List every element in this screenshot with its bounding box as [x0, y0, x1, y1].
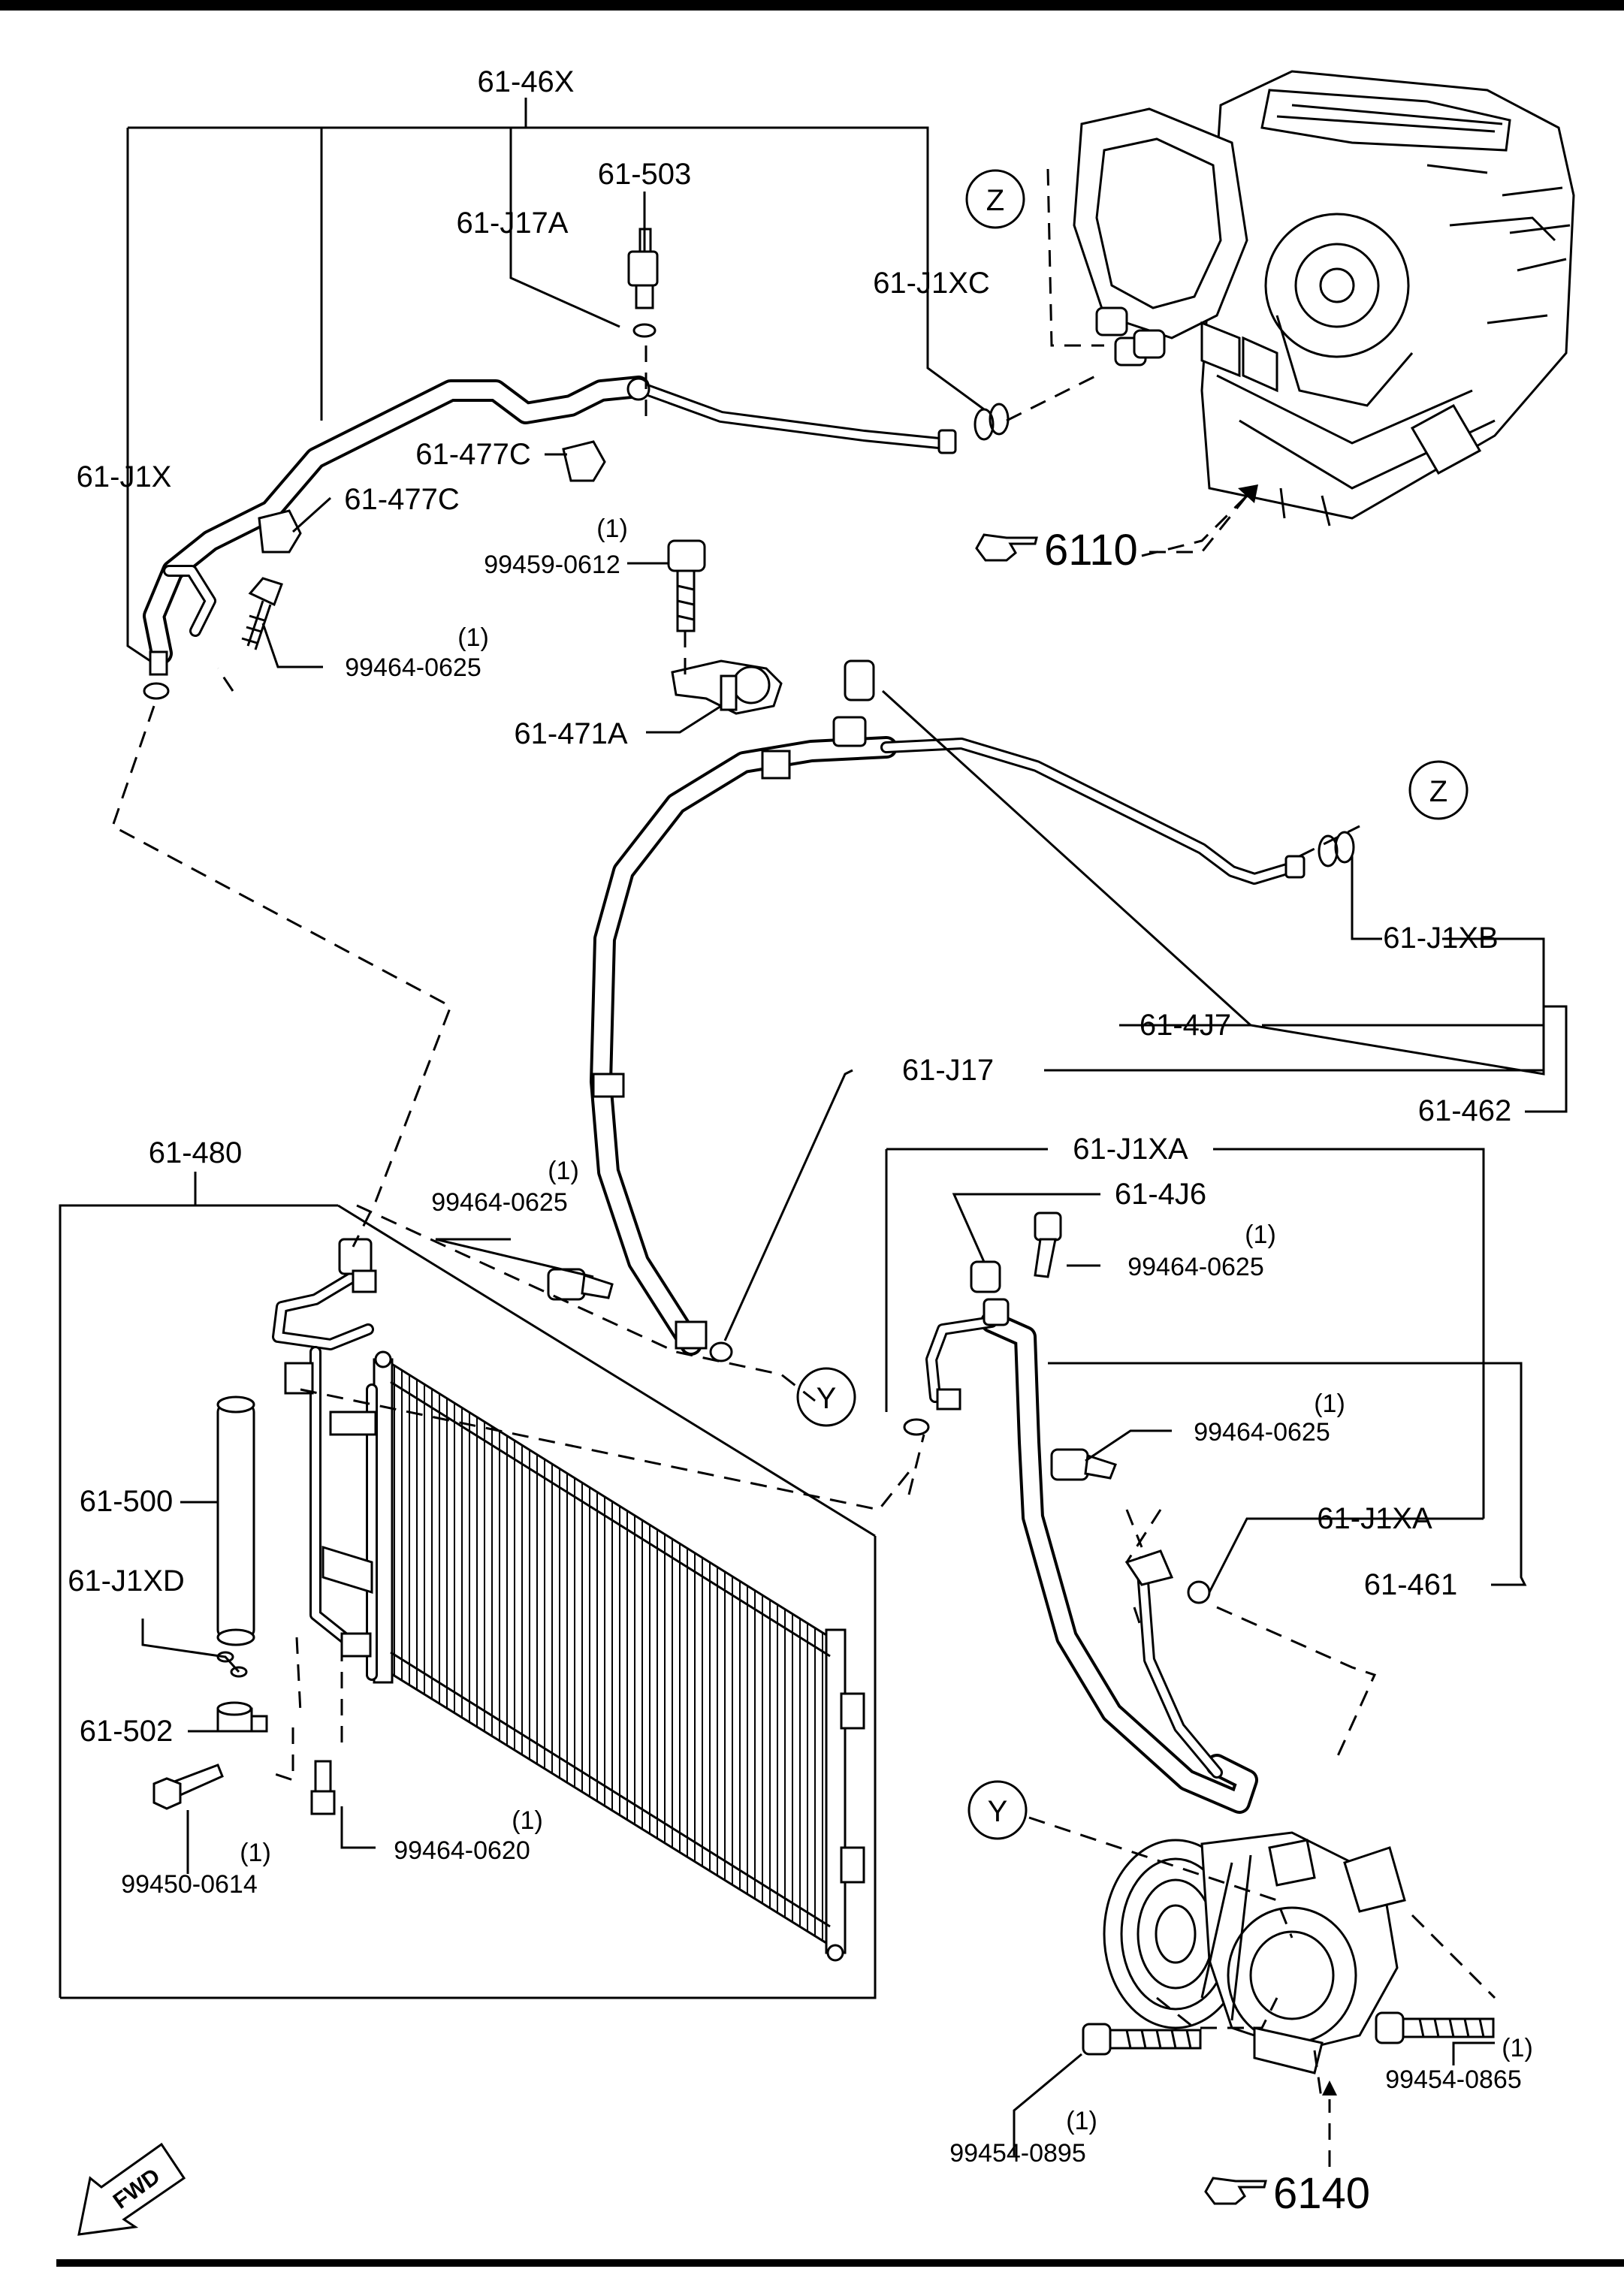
qty-99464-0625-b: (1): [548, 1157, 579, 1185]
callout-y-mid: Y: [796, 1367, 856, 1427]
bolt-99454-0865: [1375, 2011, 1495, 2044]
bolt-99464-0625-upper: [241, 577, 283, 650]
label-61-j17a: 61-J17A: [457, 207, 569, 240]
label-99464-0625-d: 99464-0625: [1194, 1418, 1330, 1447]
hvac-unit-drawing: [1073, 70, 1575, 527]
label-99454-0895: 99454-0895: [949, 2139, 1086, 2168]
condenser-core: [373, 1350, 865, 1962]
label-61-477c-b: 61-477C: [344, 483, 459, 516]
top-border: [0, 0, 1624, 11]
pressure-switch: [627, 228, 659, 338]
leader-lines: [126, 98, 1568, 2156]
suction-line-lower: [903, 1260, 1258, 1814]
callout-z-top-text: Z: [986, 184, 1004, 217]
label-99459-0612: 99459-0612: [484, 551, 620, 579]
label-61-j17: 61-J17: [902, 1054, 994, 1087]
clamp-61-477c-upper: [562, 440, 606, 482]
callout-y-mid-text: Y: [817, 1382, 837, 1415]
receiver-drier: [152, 1395, 336, 1815]
bracket-61-471a: [671, 659, 783, 715]
label-61-4j6: 61-4J6: [1115, 1178, 1206, 1211]
label-61-j1xd: 61-J1XD: [68, 1564, 185, 1598]
compressor-drawing: [1103, 1831, 1406, 2074]
pointing-hand-icon: [1204, 2177, 1267, 2205]
callout-z-right: Z: [1408, 760, 1469, 820]
qty-99459-0612: (1): [596, 514, 628, 543]
ref-arrow-6140-head: [1322, 2080, 1337, 2095]
label-61-j1xb: 61-J1XB: [1383, 922, 1498, 955]
liquid-line-61-4j7: [590, 659, 1355, 1362]
qty-99454-0865: (1): [1502, 2034, 1533, 2062]
label-61-j1xa-b: 61-J1XA: [1317, 1502, 1432, 1535]
qty-99464-0625-d: (1): [1314, 1389, 1345, 1418]
label-99464-0625-c: 99464-0625: [1127, 1253, 1264, 1281]
label-99464-0625-a: 99464-0625: [345, 653, 481, 682]
callout-y-bottom-text: Y: [988, 1795, 1008, 1828]
bolt-99464-0625-right-upper: [1034, 1211, 1062, 1278]
bolt-99450-0614: [152, 1777, 182, 1810]
ref-arrow-6110-head: [1238, 484, 1258, 503]
dashed-connections: [111, 168, 1496, 2104]
reference-6140[interactable]: 6140: [1204, 2169, 1370, 2218]
condenser-pipes: [272, 1238, 378, 1681]
label-99464-0625-b: 99464-0625: [431, 1188, 568, 1217]
label-61-480: 61-480: [149, 1136, 243, 1169]
bolt-99454-0895: [1082, 2023, 1202, 2056]
qty-99464-0625-c: (1): [1245, 1220, 1276, 1249]
label-99450-0614: 99450-0614: [121, 1870, 258, 1899]
reference-6110-text: 6110: [1044, 526, 1138, 575]
label-61-503: 61-503: [598, 158, 692, 191]
label-61-500: 61-500: [80, 1485, 174, 1518]
forward-arrow-icon: FWD: [77, 2142, 186, 2236]
label-61-46x: 61-46X: [478, 65, 575, 98]
pointing-hand-icon: [975, 533, 1038, 562]
bottom-border: [56, 2259, 1624, 2267]
suction-line-upper: [143, 376, 957, 700]
qty-99450-0614: (1): [240, 1839, 271, 1867]
label-61-4j7: 61-4J7: [1140, 1009, 1231, 1042]
label-61-502: 61-502: [80, 1715, 174, 1748]
label-61-461: 61-461: [1364, 1568, 1458, 1601]
qty-99454-0895: (1): [1066, 2107, 1097, 2135]
label-61-j1x: 61-J1X: [77, 460, 172, 493]
ref-arrow-6110: [1149, 495, 1248, 554]
callout-y-bottom: Y: [967, 1780, 1028, 1840]
part-labels: 61-46X 61-503 61-J17A 61-J1XC 61-J1X 61-…: [68, 65, 1533, 2168]
clamp-61-477c-lower: [258, 509, 302, 554]
callout-z-top: Z: [965, 169, 1025, 229]
label-99454-0865: 99454-0865: [1385, 2065, 1522, 2094]
reference-6140-text: 6140: [1273, 2169, 1370, 2218]
bolt-99459-0612: [667, 539, 706, 632]
callout-z-right-text: Z: [1429, 775, 1447, 808]
reference-6110[interactable]: 6110: [975, 526, 1138, 575]
qty-99464-0620: (1): [512, 1806, 543, 1835]
label-61-462: 61-462: [1418, 1094, 1512, 1127]
label-99464-0620: 99464-0620: [394, 1836, 530, 1865]
label-61-471a: 61-471A: [514, 717, 628, 750]
label-61-j1xc: 61-J1XC: [873, 267, 990, 300]
label-61-j1xa-a: 61-J1XA: [1073, 1133, 1188, 1166]
label-61-477c-a: 61-477C: [415, 438, 530, 471]
bolt-99464-0625-right-lower: [1050, 1448, 1117, 1481]
qty-99464-0625-a: (1): [457, 623, 489, 652]
